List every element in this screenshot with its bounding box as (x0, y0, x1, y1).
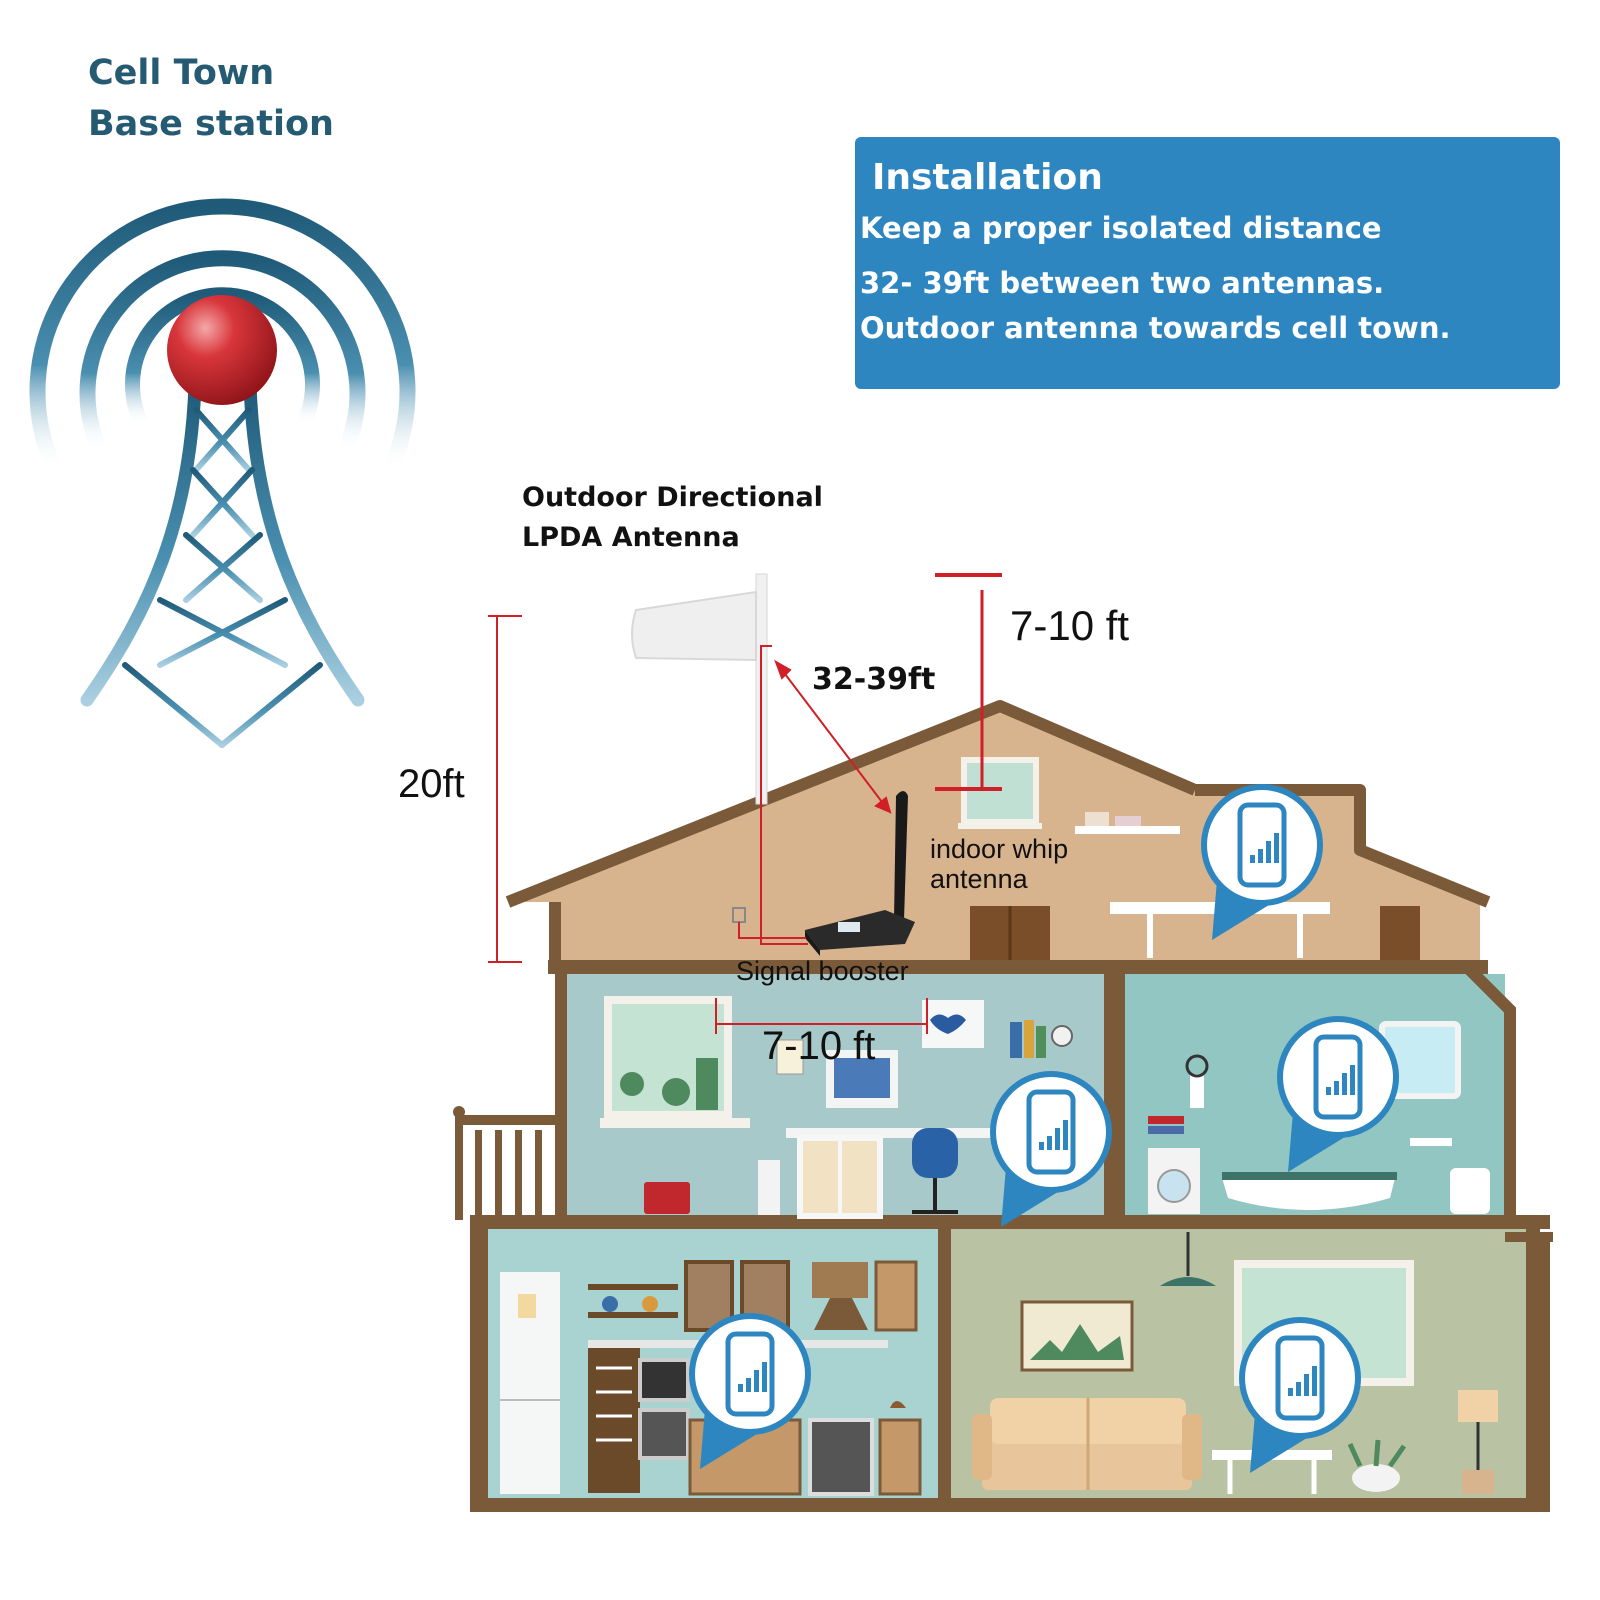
outdoor-antenna-label-line2: LPDA Antenna (522, 522, 740, 553)
indoor-whip-antenna-label: indoor whip antenna (930, 834, 1068, 894)
distance-32-39ft-label: 32-39ft (812, 662, 936, 697)
tower-title-line1: Cell Town (88, 53, 275, 93)
vertical-7-10ft-label: 7-10 ft (1010, 602, 1130, 649)
indoor-whip-label-line2: antenna (930, 864, 1028, 894)
phone-signal-icon (1201, 784, 1323, 940)
phone-markers (689, 784, 1399, 1473)
height-20ft-marker (488, 615, 522, 963)
vertical-7-10ft-marker (935, 573, 1002, 791)
phone-signal-icon (1277, 1016, 1399, 1172)
height-20ft-label: 20ft (398, 762, 465, 806)
tower-title: Cell Town Base station (88, 48, 334, 150)
installation-info-box: Installation Keep a proper isolated dist… (855, 137, 1560, 389)
horizontal-7-10ft-label: 7-10 ft (762, 1024, 876, 1068)
signal-booster-label: Signal booster (736, 956, 909, 986)
antenna-cable (760, 645, 808, 945)
installation-line-1: Keep a proper isolated distance (860, 211, 1382, 245)
phone-signal-icon (689, 1313, 811, 1469)
outdoor-lpda-antenna-icon (631, 573, 768, 805)
cell-tower-icon (29, 198, 416, 777)
outdoor-antenna-label: Outdoor Directional LPDA Antenna (522, 478, 823, 558)
installation-line-3: Outdoor antenna towards cell town. (860, 311, 1451, 345)
indoor-whip-label-line1: indoor whip (930, 834, 1069, 864)
horizontal-7-10ft-marker (715, 998, 928, 1034)
installation-line-2: 32- 39ft between two antennas. (860, 266, 1385, 300)
wall-outlet-icon (732, 907, 746, 923)
phone-signal-icon (990, 1071, 1112, 1227)
indoor-whip-antenna-icon (894, 791, 908, 920)
tower-title-line2: Base station (88, 104, 334, 144)
distance-32-39ft-arrow (774, 659, 892, 814)
phone-signal-icon (1239, 1317, 1361, 1473)
signal-booster-icon (805, 910, 915, 956)
installation-heading: Installation (872, 157, 1103, 198)
power-cable (738, 922, 806, 939)
outdoor-antenna-label-line1: Outdoor Directional (522, 482, 823, 513)
